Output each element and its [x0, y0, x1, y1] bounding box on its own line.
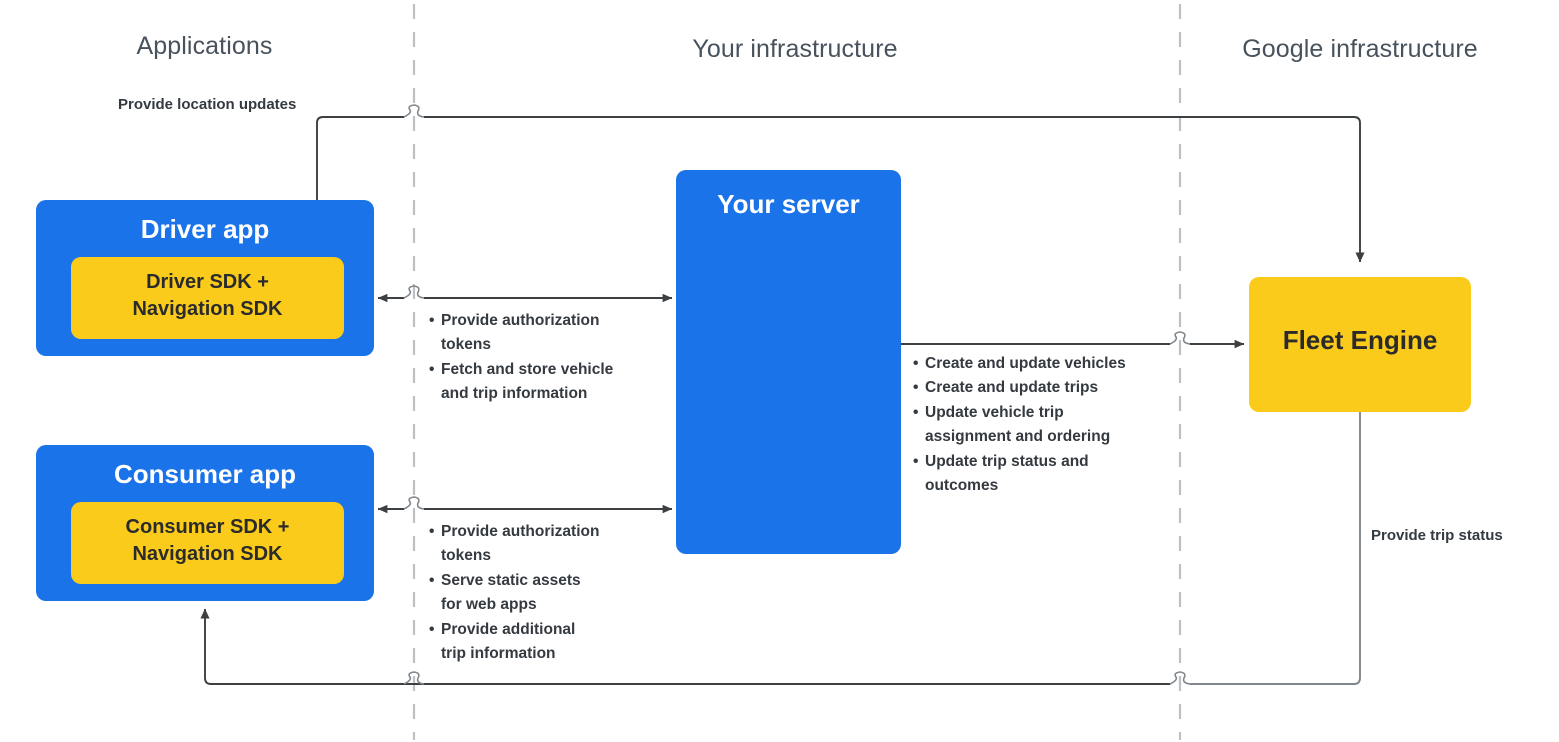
bullet-cont: outcomes — [925, 477, 999, 495]
bullet-item: Provide authorization — [429, 520, 664, 545]
bullets-driver-server: Provide authorization tokens Fetch and s… — [429, 309, 664, 407]
bullet-item: Update vehicle trip — [913, 401, 1173, 426]
bullet-cont: assignment and ordering — [925, 428, 1111, 446]
wire-consumer-server — [377, 496, 673, 514]
your-server-label: Your server — [717, 189, 860, 219]
bullet-cont: and trip information — [441, 385, 588, 403]
bullet-item: Provide additional — [429, 618, 664, 643]
consumer-sdk-label-line1: Consumer SDK + — [125, 516, 290, 538]
bullet-cont: trip information — [441, 645, 556, 663]
lane-title-google-infrastructure: Google infrastructure — [1242, 35, 1478, 63]
bullet-item: Fetch and store vehicle — [429, 358, 664, 383]
bullets-consumer-server: Provide authorization tokens Serve stati… — [429, 520, 664, 667]
fleet-engine-label: Fleet Engine — [1282, 325, 1438, 355]
driver-sdk-label-line1: Driver SDK + — [146, 271, 269, 293]
node-fleet-engine[interactable]: Fleet Engine — [1249, 277, 1471, 412]
bullet-item: Provide authorization — [429, 309, 664, 334]
bullet-item: Serve static assets — [429, 569, 664, 594]
bullet-item: Create and update trips — [913, 376, 1173, 401]
lane-title-applications: Applications — [136, 32, 273, 60]
bullet-cont: tokens — [441, 336, 491, 354]
consumer-app-label: Consumer app — [113, 459, 297, 489]
bullets-server-fleetengine: Create and update vehicles Create and up… — [913, 352, 1173, 499]
wire-server-fleetengine — [901, 331, 1245, 349]
wire-driver-server — [377, 285, 673, 303]
bullet-item: Create and update vehicles — [913, 352, 1173, 377]
bullet-cont: tokens — [441, 547, 491, 565]
node-driver-app[interactable]: Driver app Driver SDK + Navigation SDK — [36, 200, 374, 356]
bullet-cont: for web apps — [441, 596, 537, 614]
edge-label-location-updates: Provide location updates — [118, 96, 297, 113]
driver-sdk-label-line2: Navigation SDK — [132, 298, 283, 320]
node-consumer-sdk[interactable]: Consumer SDK + Navigation SDK — [71, 502, 344, 584]
node-your-server[interactable]: Your server — [676, 170, 901, 554]
node-consumer-app[interactable]: Consumer app Consumer SDK + Navigation S… — [36, 445, 374, 601]
driver-app-label: Driver app — [140, 214, 270, 244]
node-driver-sdk[interactable]: Driver SDK + Navigation SDK — [71, 257, 344, 339]
lane-title-your-infrastructure: Your infrastructure — [692, 35, 898, 63]
bullet-item: Update trip status and — [913, 450, 1173, 475]
consumer-sdk-label-line2: Navigation SDK — [132, 543, 283, 565]
edge-label-trip-status: Provide trip status — [1371, 527, 1503, 544]
